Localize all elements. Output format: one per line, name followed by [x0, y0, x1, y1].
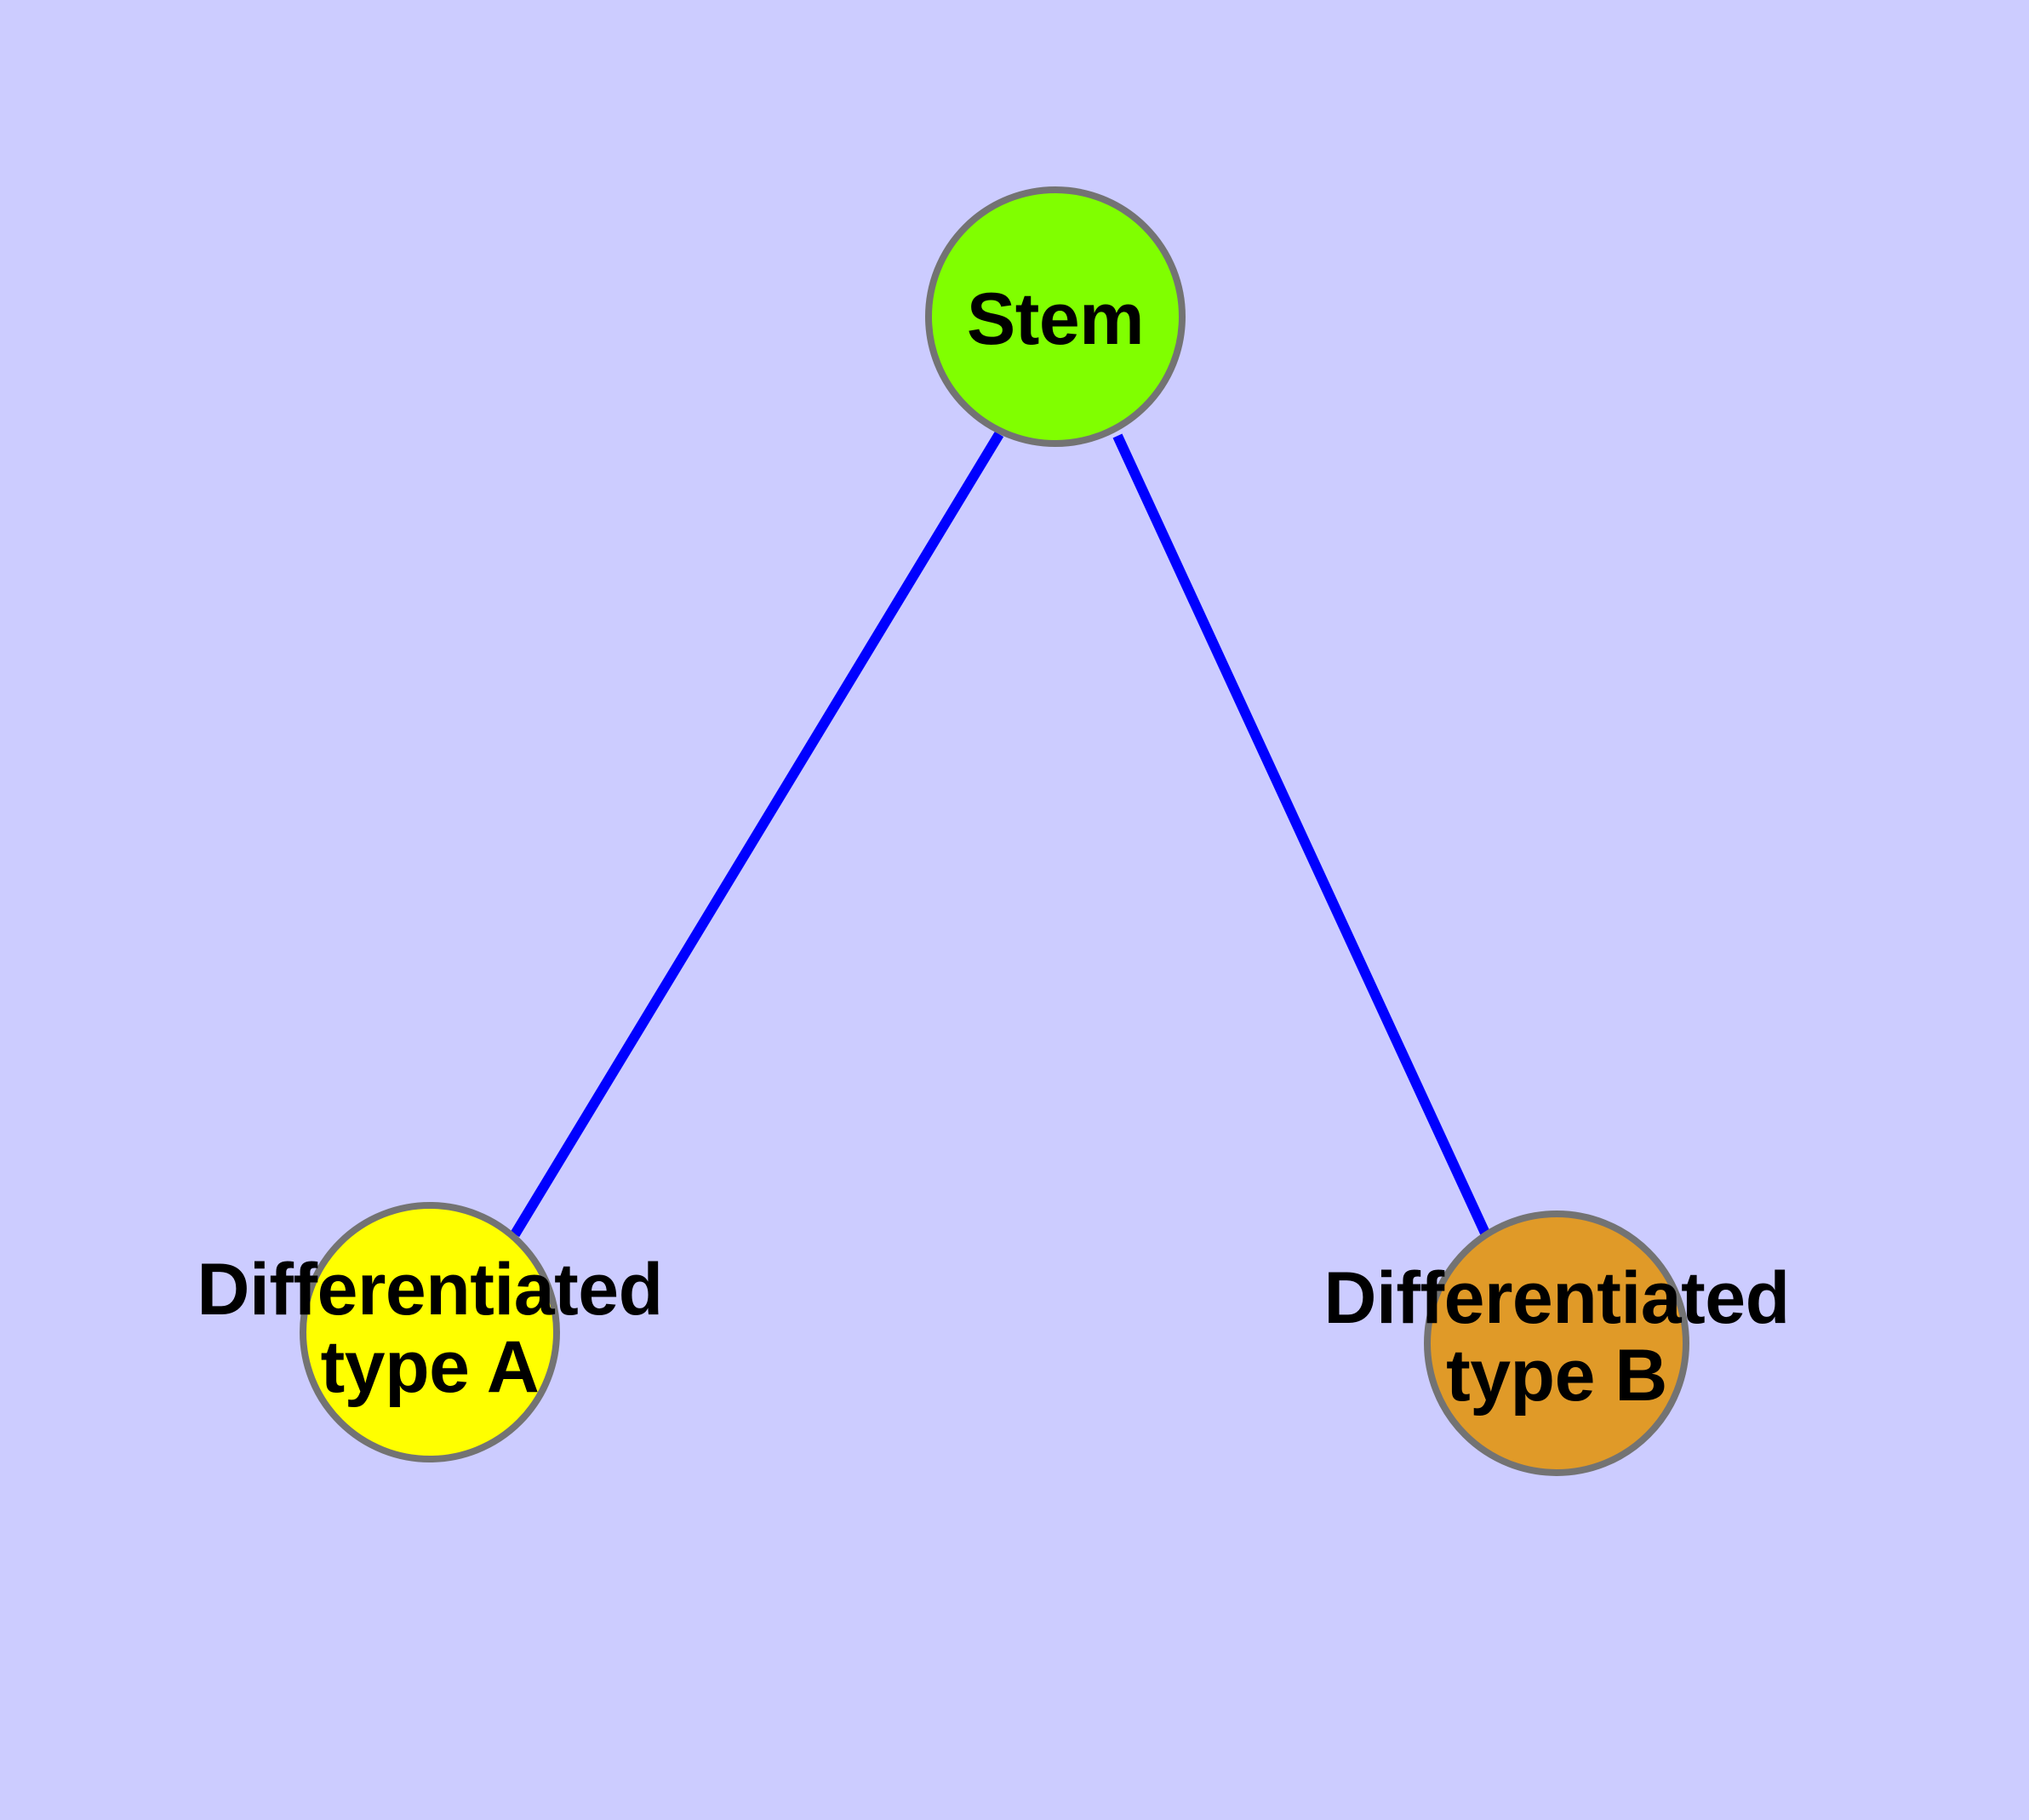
- edge-stem-to-differentiated-a: [510, 431, 1004, 1238]
- edge-stem-to-differentiated-b: [1112, 433, 1493, 1241]
- node-differentiated-type-a[interactable]: [300, 1202, 560, 1462]
- node-stem[interactable]: [925, 186, 1186, 447]
- node-differentiated-type-b[interactable]: [1424, 1210, 1689, 1476]
